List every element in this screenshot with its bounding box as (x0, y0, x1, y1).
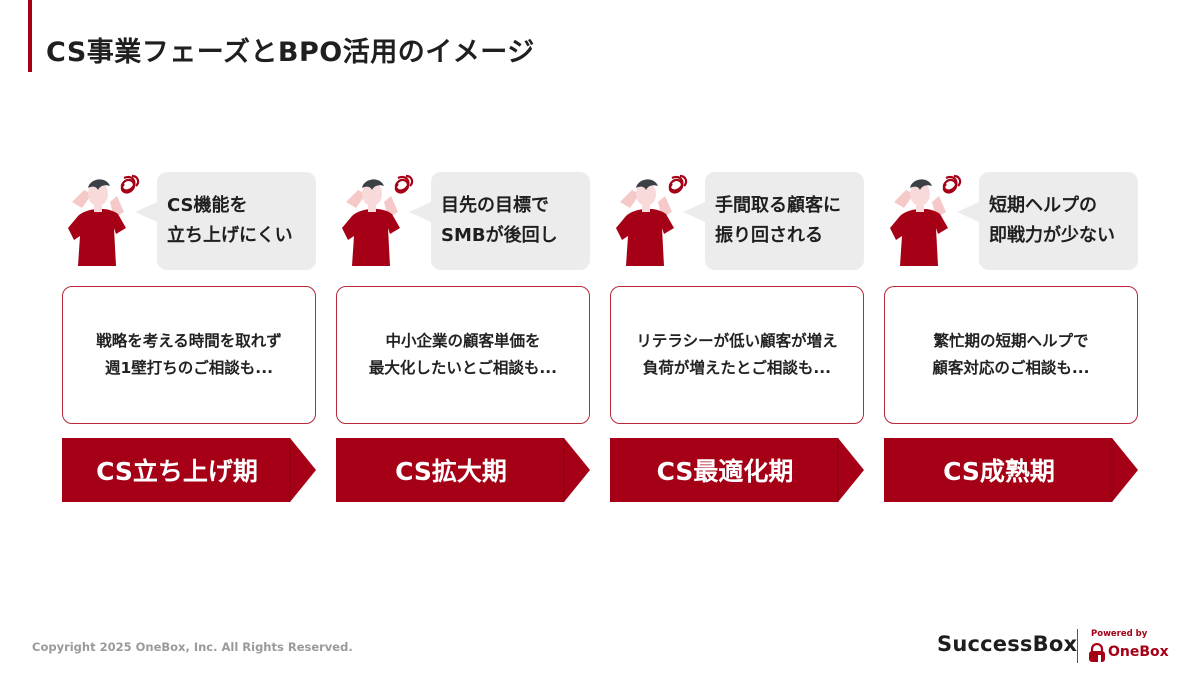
phase-label: CS最適化期 (656, 457, 794, 486)
phase-arrow: CS拡大期 (336, 438, 590, 502)
onebox-bag-icon (1089, 643, 1105, 662)
card-text: リテラシーが低い顧客が増え 負荷が増えたとご相談も... (636, 332, 838, 377)
copyright-text: Copyright 2025 OneBox, Inc. All Rights R… (32, 640, 353, 654)
consultation-card: リテラシーが低い顧客が増え 負荷が増えたとご相談も... (610, 286, 864, 424)
phase-column-4: 短期ヘルプの 即戦力が少ない 繁忙期の短期ヘルプで 顧客対応のご相談も... C… (884, 0, 1140, 520)
phase-column-1: CS機能を 立ち上げにくい 戦略を考える時間を取れず 週1壁打ちのご相談も...… (62, 0, 318, 520)
worried-person-icon (342, 174, 414, 266)
consultation-card: 戦略を考える時間を取れず 週1壁打ちのご相談も... (62, 286, 316, 424)
phase-arrow: CS最適化期 (610, 438, 864, 502)
consultation-card: 中小企業の顧客単価を 最大化したいとご相談も... (336, 286, 590, 424)
card-text: 戦略を考える時間を取れず 週1壁打ちのご相談も... (96, 332, 282, 377)
speech-bubble: 目先の目標で SMBが後回し (409, 172, 590, 270)
bubble-text: 短期ヘルプの 即戦力が少ない (989, 195, 1115, 246)
phase-column-2: 目先の目標で SMBが後回し 中小企業の顧客単価を 最大化したいとご相談も...… (336, 0, 592, 520)
speech-bubble: CS機能を 立ち上げにくい (135, 172, 316, 270)
consultation-card: 繁忙期の短期ヘルプで 顧客対応のご相談も... (884, 286, 1138, 424)
phase-column-3: 手間取る顧客に 振り回される リテラシーが低い顧客が増え 負荷が増えたとご相談も… (610, 0, 866, 520)
chevron-arrow-icon (610, 438, 864, 502)
bubble-text: 手間取る顧客に 振り回される (715, 195, 841, 246)
worried-person-icon (616, 174, 688, 266)
speech-bubble: 手間取る顧客に 振り回される (683, 172, 864, 270)
worried-person-icon (890, 174, 962, 266)
successbox-logo: SuccessBox (937, 632, 1078, 656)
card-text: 中小企業の顧客単価を 最大化したいとご相談も... (368, 332, 558, 377)
card-text: 繁忙期の短期ヘルプで 顧客対応のご相談も... (932, 332, 1090, 377)
logo-divider (1077, 629, 1078, 663)
phase-label: CS成熟期 (943, 457, 1055, 486)
bubble-text: CS機能を 立ち上げにくい (167, 195, 293, 246)
powered-by-text: Powered by (1091, 629, 1148, 639)
phase-label: CS拡大期 (395, 457, 507, 486)
chevron-arrow-icon (884, 438, 1138, 502)
title-accent-bar (28, 0, 32, 72)
chevron-arrow-icon (336, 438, 590, 502)
phase-label: CS立ち上げ期 (96, 457, 258, 486)
phase-arrow: CS立ち上げ期 (62, 438, 316, 502)
page-title: CS事業フェーズとBPO活用のイメージ (46, 37, 535, 68)
phase-arrow: CS成熟期 (884, 438, 1138, 502)
bubble-text: 目先の目標で SMBが後回し (441, 195, 558, 246)
chevron-arrow-icon (62, 438, 316, 502)
speech-bubble: 短期ヘルプの 即戦力が少ない (957, 172, 1138, 270)
worried-person-icon (68, 174, 140, 266)
onebox-logo: OneBox (1108, 644, 1169, 660)
